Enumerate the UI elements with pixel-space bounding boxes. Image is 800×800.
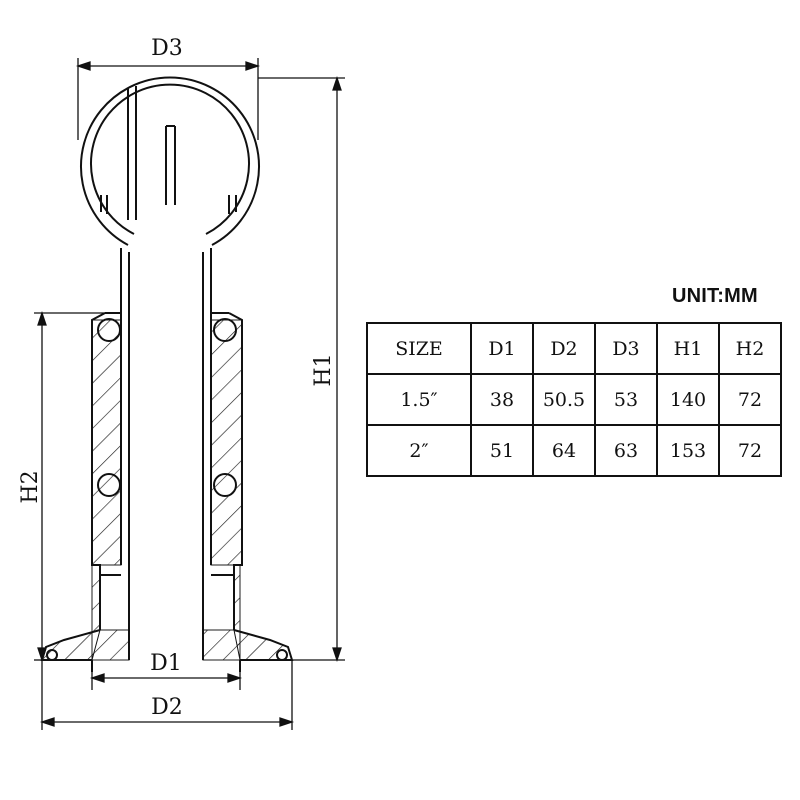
hatch-right-sleeve — [202, 319, 243, 661]
table-cell: 38 — [470, 373, 534, 426]
table-cell: 140 — [656, 373, 720, 426]
label-h1: H1 — [311, 353, 336, 386]
table-cell: 50.5 — [532, 373, 596, 426]
hatch-left-sleeve — [91, 319, 130, 661]
table-header-cell: D1 — [470, 322, 534, 375]
table-cell: 53 — [594, 373, 658, 426]
table-header-cell: SIZE — [366, 322, 472, 375]
table-cell: 72 — [718, 424, 782, 477]
table-header-cell: D2 — [532, 322, 596, 375]
table-cell: 63 — [594, 424, 658, 477]
table-header-cell: H1 — [656, 322, 720, 375]
part-outline — [40, 76, 294, 672]
label-d3: D3 — [151, 36, 183, 61]
table-cell: 1.5″ — [366, 373, 472, 426]
table-cell: 2″ — [366, 424, 472, 477]
table-cell: 51 — [470, 424, 534, 477]
table-header-cell: D3 — [594, 322, 658, 375]
label-d2: D2 — [151, 695, 183, 720]
label-h2: H2 — [18, 470, 43, 503]
label-d1: D1 — [150, 651, 182, 676]
hatch-left-flange — [41, 629, 101, 661]
ball-inner — [90, 83, 250, 235]
hatch-right-flange — [233, 629, 293, 661]
hatched-sections — [41, 319, 293, 661]
ball-outer — [80, 76, 260, 246]
dimension-lines — [34, 58, 345, 730]
table-cell: 153 — [656, 424, 720, 477]
table-cell: 72 — [718, 373, 782, 426]
table-cell: 64 — [532, 424, 596, 477]
table-header-cell: H2 — [718, 322, 782, 375]
unit-label: UNIT:MM — [672, 285, 758, 307]
